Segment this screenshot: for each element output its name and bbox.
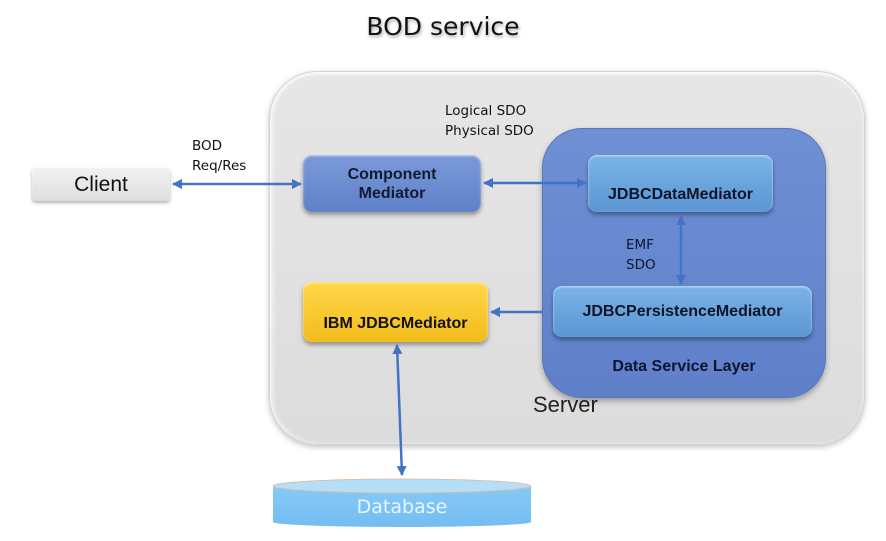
component-mediator-label-line1: Component [347,165,437,183]
emf-annotation-line2: SDO [626,257,656,273]
ibm-jdbc-mediator-node: IBM JDBCMediator [303,282,488,342]
sdo-annotation-line1: Logical SDO [445,103,527,119]
client-label: Client [74,172,128,196]
sdo-annotation-line2: Physical SDO [445,123,534,139]
sdo-annotation: Logical SDO Physical SDO [445,101,534,141]
jdbc-persistence-mediator-node: JDBCPersistenceMediator [553,286,812,337]
jdbc-data-mediator-label: JDBCDataMediator [608,186,753,203]
database-body [273,486,531,527]
component-mediator-node: Component Mediator [303,155,481,212]
client-node: Client [32,167,170,201]
bod-annotation-line2: Req/Res [192,158,247,174]
emf-sdo-annotation: EMF SDO [626,235,656,275]
diagram-title: BOD service [366,12,520,41]
bod-annotation-line1: BOD [192,138,223,154]
database-label: Database [356,496,448,518]
component-mediator-label-line2: Mediator [358,184,426,202]
jdbc-data-mediator-node: JDBCDataMediator [588,155,773,212]
database-top [272,478,532,494]
emf-annotation-line1: EMF [626,237,654,253]
database-cylinder [272,478,532,527]
data-service-layer-label: Data Service Layer [612,358,756,375]
ibm-jdbc-mediator-label: IBM JDBCMediator [323,315,468,332]
bod-req-res-annotation: BOD Req/Res [192,136,246,176]
jdbc-persistence-mediator-label: JDBCPersistenceMediator [582,303,783,320]
